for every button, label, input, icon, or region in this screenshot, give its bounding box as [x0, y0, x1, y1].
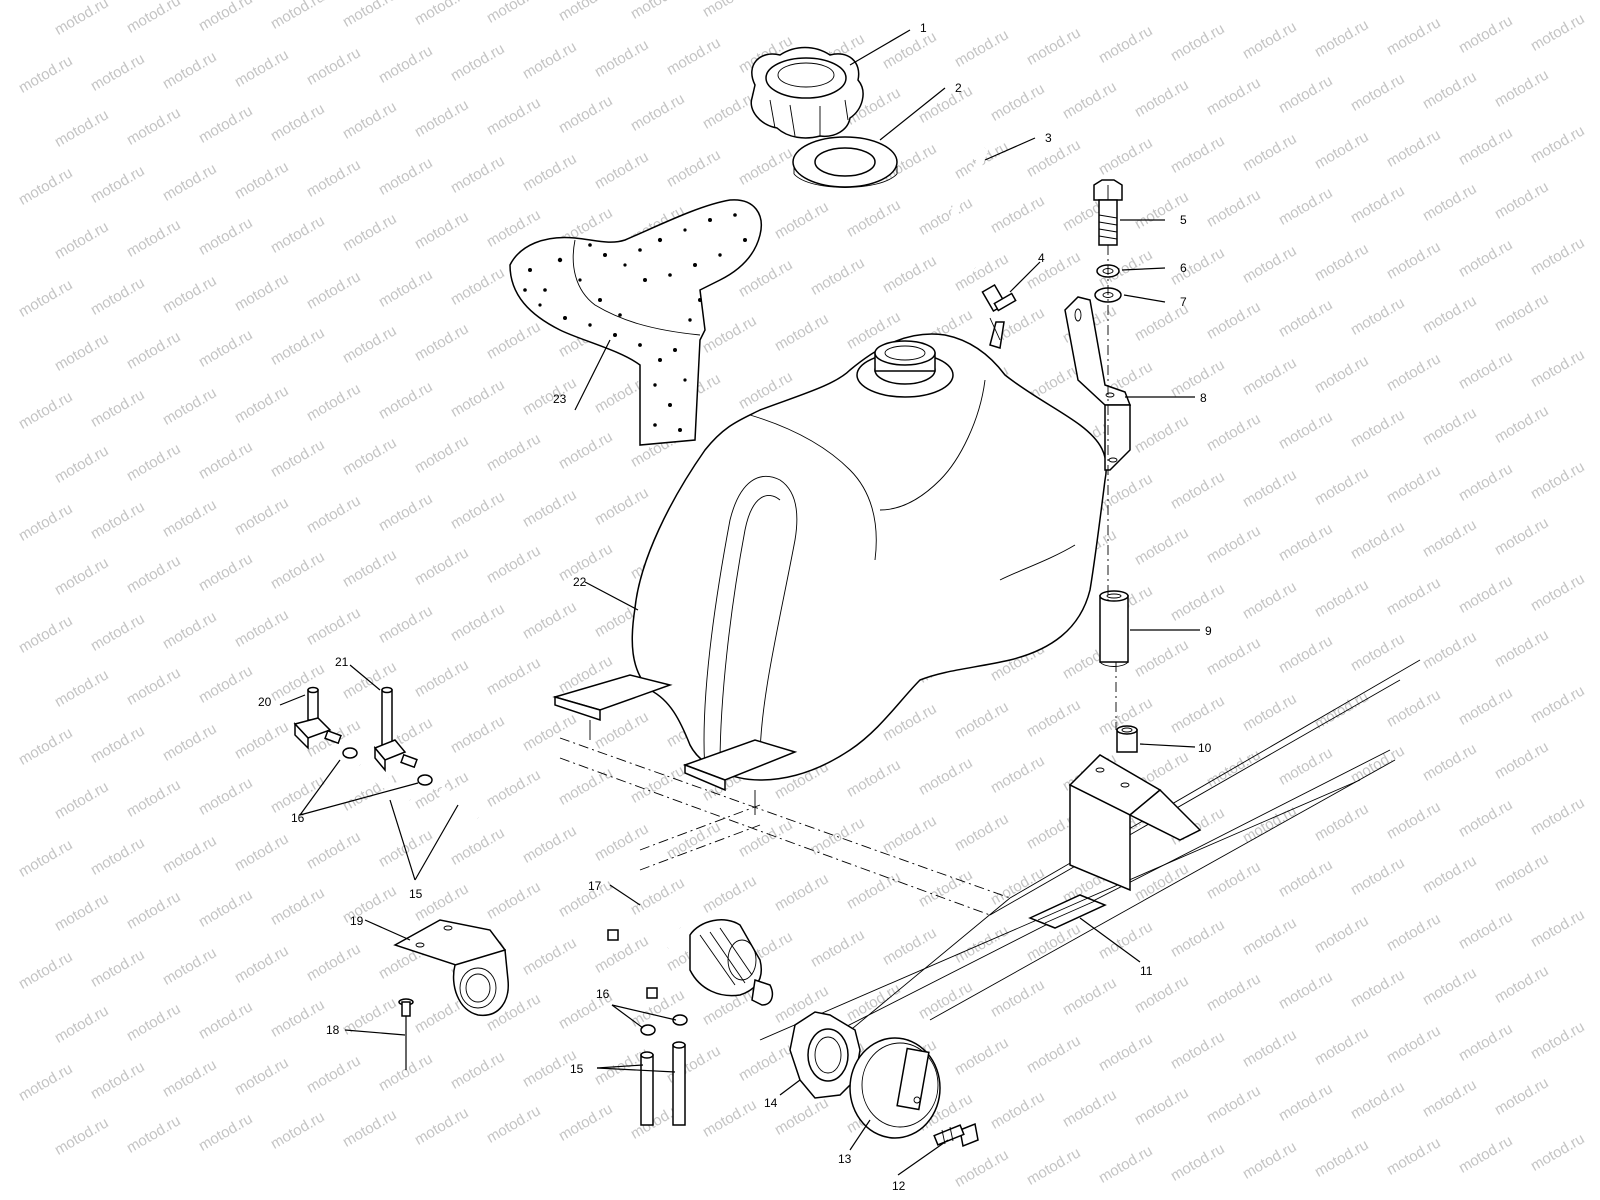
frame-mount-bracket [1068, 754, 1202, 892]
callout-12: 12 [892, 1179, 906, 1193]
tank-bracket [1064, 296, 1132, 471]
screw-12 [933, 1122, 979, 1148]
callout-4: 4 [1038, 251, 1045, 265]
callout-17: 17 [588, 879, 602, 893]
callout-16-pump: 16 [596, 987, 610, 1001]
tank-cap-ring-14 [789, 1011, 861, 1099]
rivet-18 [398, 998, 414, 1070]
callout-20: 20 [258, 695, 272, 709]
tank-cap-13 [849, 1037, 941, 1139]
fuel-tank [631, 321, 1107, 781]
callout-14: 14 [764, 1096, 778, 1110]
callout-9: 9 [1205, 624, 1212, 638]
cap-gasket [792, 136, 898, 188]
tank-mounting-pads [552, 674, 798, 815]
callout-13: 13 [838, 1152, 852, 1166]
callout-19: 19 [350, 914, 364, 928]
callout-21: 21 [335, 655, 349, 669]
callout-15-pump: 15 [570, 1062, 584, 1076]
callout-6: 6 [1180, 261, 1187, 275]
spacer-9 [1099, 590, 1129, 667]
callout-22: 22 [573, 575, 587, 589]
callout-16-upper: 16 [291, 811, 305, 825]
elbow-fitting-20 [293, 686, 342, 750]
callout-2: 2 [955, 81, 962, 95]
elbow-fitting-21 [373, 686, 418, 773]
fuel-cap [750, 46, 864, 139]
callout-1: 1 [920, 21, 927, 35]
callout-7: 7 [1180, 295, 1187, 309]
callout-10: 10 [1198, 741, 1212, 755]
hose-clamps-16-pump [640, 1014, 688, 1036]
leader-lines [279, 29, 1200, 1176]
foam-pad [509, 199, 762, 446]
fuel-hoses-15-pump [640, 1041, 686, 1126]
bolt-5 [1093, 179, 1123, 246]
callout-18: 18 [326, 1023, 340, 1037]
callout-labels: 1 2 3 4 5 6 7 8 9 10 11 12 13 14 15 15 1… [258, 21, 1212, 1193]
pump-bracket [393, 919, 509, 1016]
grommet-10 [1116, 725, 1138, 753]
callout-15-upper: 15 [409, 887, 423, 901]
callout-3: 3 [1045, 131, 1052, 145]
callout-8: 8 [1200, 391, 1207, 405]
hose-clamps-16-upper [342, 747, 433, 786]
vent-hose [950, 147, 989, 271]
decal-11-part [1028, 894, 1107, 929]
vent-fitting [981, 283, 1017, 341]
fuel-hoses-15-upper [356, 760, 482, 823]
callout-23: 23 [553, 392, 567, 406]
fuel-pump [607, 919, 774, 1006]
frame-rails [559, 659, 1421, 1063]
callout-5: 5 [1180, 213, 1187, 227]
callout-11: 11 [1140, 964, 1153, 978]
